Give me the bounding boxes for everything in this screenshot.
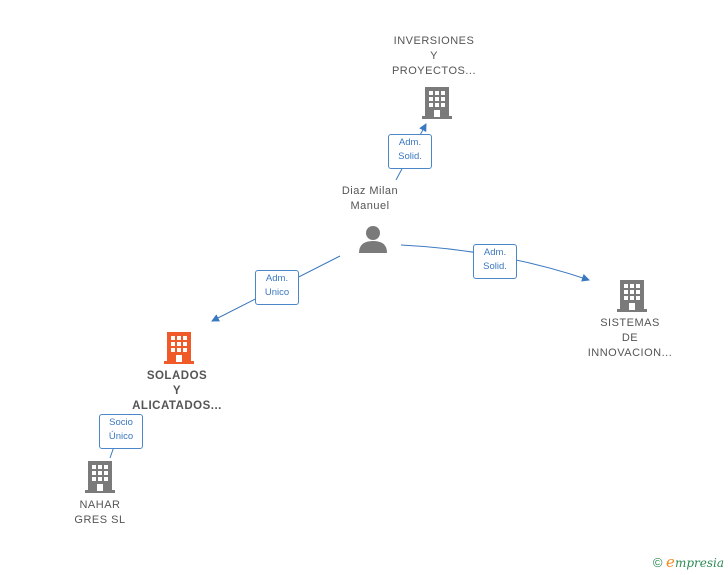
node-label-sistemas[interactable]: SISTEMAS DE INNOVACION...: [587, 317, 673, 359]
person-icon[interactable]: [358, 225, 388, 253]
copyright-symbol: ©: [652, 555, 663, 570]
building-icon-main[interactable]: [163, 330, 195, 364]
building-icon[interactable]: [616, 278, 648, 312]
building-icon[interactable]: [84, 459, 116, 493]
node-label-inversiones[interactable]: INVERSIONES Y PROYECTOS...: [391, 35, 477, 77]
node-label-person[interactable]: Diaz Milan Manuel: [341, 185, 399, 212]
edge-label-adm-solid-inversiones: Adm. Solid.: [388, 134, 432, 169]
edge-label-adm-unico-solados: Adm. Unico: [255, 270, 299, 305]
footer-brand: © empresia: [653, 553, 724, 571]
node-label-nahar[interactable]: NAHAR GRES SL: [74, 499, 126, 526]
empresia-logo: empresia: [666, 553, 724, 571]
node-label-solados[interactable]: SOLADOS Y ALICATADOS...: [132, 370, 222, 412]
edge-label-socio-unico-nahar: Socio Único: [99, 414, 143, 449]
edge-label-adm-solid-sistemas: Adm. Solid.: [473, 244, 517, 279]
building-icon[interactable]: [421, 85, 453, 119]
